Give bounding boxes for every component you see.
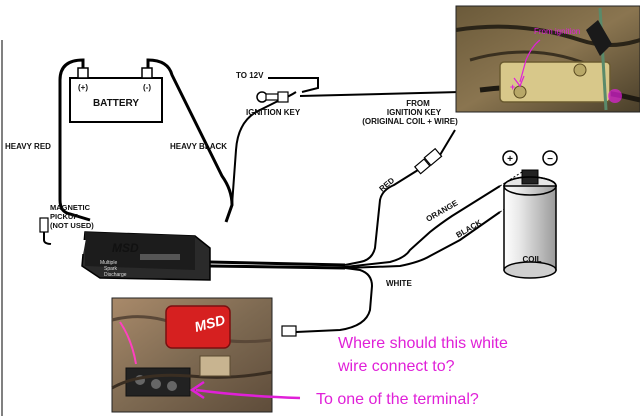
msd-sub3: Discharge xyxy=(104,272,127,278)
coil-plus-terminal xyxy=(502,150,518,166)
msd-sub1: Multiple xyxy=(100,260,117,266)
bottom-photo-msd-unit xyxy=(165,305,231,349)
white-wire xyxy=(295,267,374,333)
top-photo-caption: From ignition xyxy=(534,27,580,36)
msd-ignition-box: MSD Multiple Spark Discharge xyxy=(49,231,211,281)
terminal-arrow xyxy=(189,380,301,400)
not-used-label: (NOT USED) xyxy=(50,221,94,230)
battery: BATTERY (+) (-) xyxy=(69,67,163,123)
wire-bundle xyxy=(209,260,346,270)
question-line-2: wire connect to? xyxy=(337,358,455,375)
heavy-red-label: HEAVY RED xyxy=(5,142,51,151)
battery-wires xyxy=(58,58,234,223)
top-photo-plus: + xyxy=(510,82,515,92)
top-photo: From ignition + xyxy=(455,5,640,113)
top-photo-arrow xyxy=(519,39,541,83)
to-12v-label: TO 12V xyxy=(236,71,264,80)
orange-wire-label: ORANGE xyxy=(425,198,460,224)
coil-label: COIL xyxy=(522,255,541,264)
ignition-key-label: IGNITION KEY xyxy=(246,108,301,117)
bottom-photo-msd-logo: MSD xyxy=(193,311,227,335)
battery-minus-label: (-) xyxy=(143,83,151,92)
magnetic-label: MAGNETIC xyxy=(50,203,91,212)
heavy-black-to-key xyxy=(231,91,297,206)
bottom-photo: MSD xyxy=(111,297,273,413)
coil-minus-terminal xyxy=(542,150,558,166)
coil-minus-symbol: − xyxy=(547,154,553,165)
battery-plus-label: (+) xyxy=(78,83,88,92)
coil: + − COIL xyxy=(502,150,558,279)
original-coil-label: (ORIGINAL COIL + WIRE) xyxy=(362,117,458,126)
heavy-black-label: HEAVY BLACK xyxy=(170,142,227,151)
white-wire-label: WHITE xyxy=(386,279,412,288)
coil-plus-connector xyxy=(413,129,456,175)
msd-sub2: Spark xyxy=(104,266,118,272)
msd-nameplate xyxy=(140,254,180,260)
red-wire-label: RED xyxy=(378,176,397,194)
coil-plus-symbol: + xyxy=(507,154,513,165)
from-ignition-key-label: IGNITION KEY xyxy=(387,108,442,117)
question-line-1: Where should this white xyxy=(338,335,508,352)
black-wire-label: BLACK xyxy=(455,218,484,240)
battery-label: BATTERY xyxy=(93,98,139,109)
signal-wires xyxy=(344,169,501,269)
msd-logo: MSD xyxy=(112,241,139,255)
ignition-key-group: TO 12V IGNITION KEY xyxy=(236,71,461,117)
from-label: FROM xyxy=(406,99,430,108)
white-wire-connector xyxy=(281,325,297,337)
pickup-label: PICKUP xyxy=(50,212,78,221)
question-line-3: To one of the terminal? xyxy=(316,391,479,408)
